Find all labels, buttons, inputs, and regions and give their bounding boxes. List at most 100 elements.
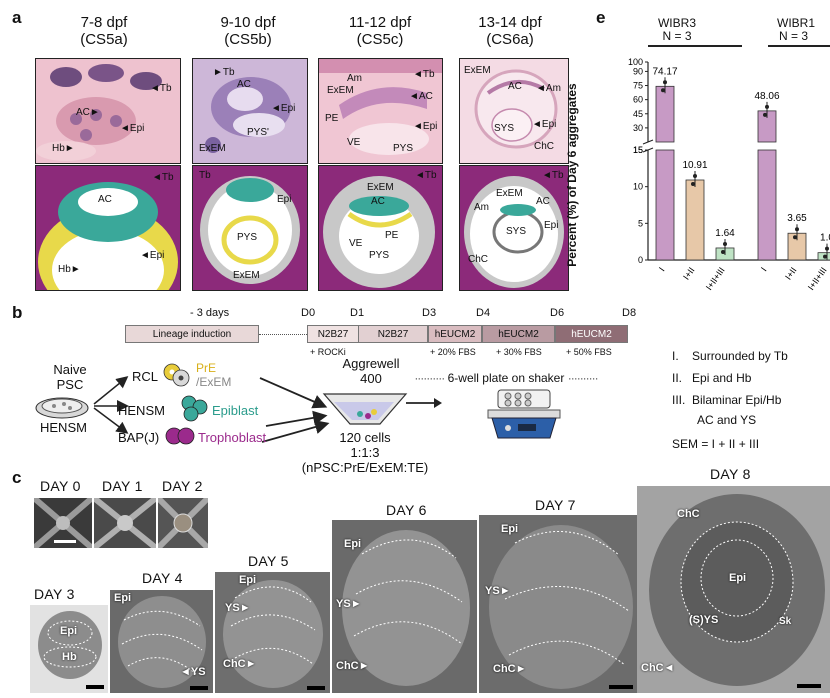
stage-2-title: 9-10 dpf(CS5b)	[220, 14, 276, 48]
y-axis-label: Percent (%) of Day 6 aggregates	[565, 83, 579, 267]
data-point	[763, 112, 767, 117]
medium-heucm2-2: hEUCM2	[482, 325, 555, 343]
data-point	[693, 173, 697, 178]
label-tb: ◄Tb	[415, 170, 437, 181]
medium-n2b27-1: N2B27	[307, 325, 359, 343]
hensm-epiblast-label: HENSM	[118, 403, 165, 418]
image-day-2	[158, 498, 208, 548]
data-label: 1.0	[820, 233, 830, 244]
label-ys: YS►	[225, 602, 251, 614]
data-point	[691, 181, 695, 186]
label-epi: ◄Epi	[140, 250, 165, 261]
data-label: 1.64	[715, 228, 735, 239]
label-sys: SYS	[494, 123, 515, 134]
note-rocki: + ROCKi	[310, 347, 346, 357]
day-6-label: DAY 6	[386, 502, 427, 518]
timepoint-d1: D1	[350, 307, 365, 319]
x-tick-label: I+II+III	[704, 265, 727, 292]
label-am: Am	[347, 73, 362, 84]
label-tb: ◄Tb	[413, 69, 435, 80]
label-chc: ChC	[468, 254, 489, 265]
label-hb: Hb	[62, 651, 77, 663]
label-ac: ◄AC	[409, 91, 433, 102]
schematic-cs6a: ◄Tb ExEM Am AC SYS Epi ChC	[459, 165, 569, 291]
y-tick-label: 15	[633, 145, 643, 155]
label-chc: ChC►	[223, 658, 257, 670]
data-point	[663, 80, 667, 85]
image-day-0	[34, 498, 92, 548]
data-point	[823, 254, 827, 259]
plate-label: ·········· 6-well plate on shaker ······…	[414, 371, 598, 385]
label-tb: Tb	[199, 170, 211, 181]
panel-label-a: a	[12, 8, 22, 27]
label-ys: ◄YS	[180, 666, 206, 678]
data-point	[723, 241, 727, 246]
label-sys: (S)YS	[689, 614, 719, 626]
medium-heucm2-1: hEUCM2	[428, 325, 482, 343]
label-am: Am	[474, 202, 489, 213]
panel-label-c: c	[12, 468, 22, 487]
timepoint-d4: D4	[476, 307, 491, 319]
day-0-label: DAY 0	[40, 478, 81, 494]
image-day-5: Epi YS► ChC►	[215, 572, 330, 693]
label-epi: ◄Epi	[532, 119, 557, 130]
label-chc: ChC	[534, 141, 555, 152]
label-pys: PYS	[393, 143, 414, 154]
lineage-induction-box: Lineage induction	[125, 325, 259, 343]
data-label: 10.91	[682, 160, 707, 171]
label-pys: PYS'	[247, 127, 269, 138]
panel-label-b: b	[12, 303, 23, 322]
legend-item-3: III. Bilaminar Epi/Hb	[672, 393, 782, 407]
group-underline-wibr1	[768, 45, 830, 47]
scale-bar	[86, 685, 104, 689]
image-day-7: Epi YS► ChC►	[479, 515, 639, 693]
label-epi: Epi	[501, 523, 519, 535]
label-pe: PE	[385, 230, 399, 241]
label-chc: ChC►	[493, 663, 527, 675]
image-day-8: ChC Epi (S)YS Sk ChC◄	[637, 486, 830, 693]
label-epi: Epi	[60, 625, 78, 637]
group-underline-wibr3	[648, 45, 742, 47]
day-5-label: DAY 5	[248, 553, 289, 569]
y-tick-label: 0	[638, 255, 643, 265]
label-sys: SYS	[506, 226, 527, 237]
minus-3-days: - 3 days	[190, 307, 230, 319]
day-7-label: DAY 7	[535, 497, 576, 513]
bar	[655, 85, 675, 143]
x-tick-label: I+II	[783, 265, 799, 281]
label-chc: ChC►	[336, 660, 370, 672]
label-ac: AC	[371, 196, 385, 207]
day-4-label: DAY 4	[142, 570, 183, 586]
label-tb: ◄Tb	[150, 83, 172, 94]
image-day-1	[94, 498, 156, 548]
legend-item-2: II. Epi and Hb	[672, 371, 752, 385]
label-hb: Hb►	[58, 264, 81, 275]
label-epi: Epi	[729, 572, 747, 584]
label-epi: Epi	[239, 574, 257, 586]
label-epi: ◄Epi	[271, 103, 296, 114]
schematic-cs5a: AC ◄Tb ◄Epi Hb►	[35, 165, 181, 291]
note-30fbs: + 30% FBS	[496, 347, 542, 357]
scale-bar	[797, 684, 821, 688]
label-ac: AC	[98, 194, 112, 205]
label-chc-2: ChC◄	[641, 662, 675, 674]
data-point	[825, 246, 829, 251]
label-exem: ExEM	[327, 85, 354, 96]
epiblast-label: Epiblast	[212, 403, 259, 418]
label-ac: AC	[237, 79, 251, 90]
stage-1-title: 7-8 dpf(CS5a)	[80, 14, 128, 48]
label-exem: ExEM	[367, 182, 394, 193]
differentiation-arrows	[93, 376, 330, 443]
label-epi: ◄Epi	[120, 123, 145, 134]
label-exem: ExEM	[199, 143, 226, 154]
data-point	[793, 235, 797, 240]
y-tick-label: 5	[638, 218, 643, 228]
label-epi: Epi	[344, 538, 362, 550]
label-ys: YS►	[485, 585, 511, 597]
label-epi: Epi	[544, 220, 559, 231]
label-epi: Epi	[277, 194, 292, 205]
